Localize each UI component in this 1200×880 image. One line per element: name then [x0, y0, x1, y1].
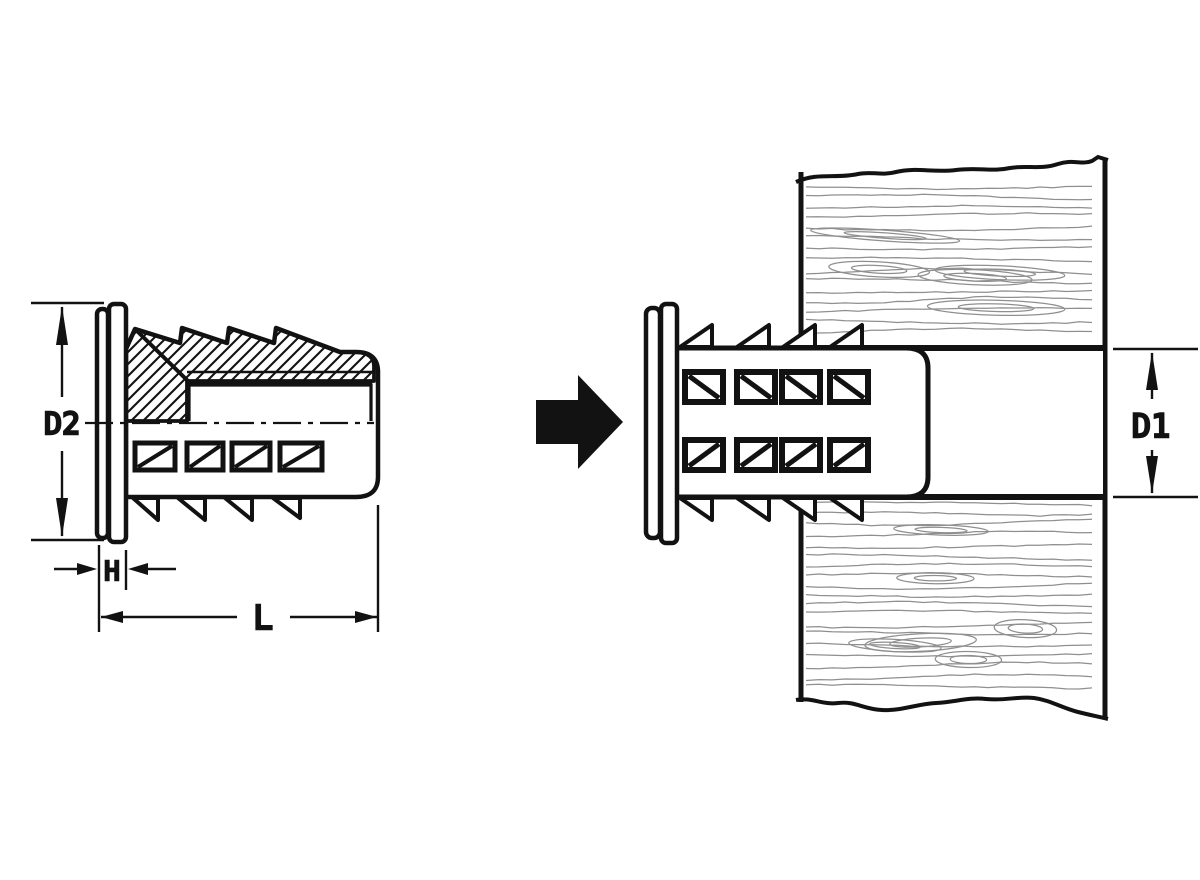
d1-arrow-down-icon: [1146, 456, 1158, 494]
dimension-label-l: L: [253, 598, 273, 637]
dimension-l: L: [101, 505, 380, 638]
hatch-section: [124, 326, 376, 423]
d2-arrow-up-icon: [56, 306, 68, 345]
l-arrow-left-icon: [101, 611, 123, 623]
barbs-bottom: [678, 496, 864, 522]
h-arrow-left-icon: [128, 563, 148, 575]
flange: [643, 301, 680, 546]
wood-panel: [795, 154, 1109, 721]
side-windows: [682, 369, 871, 473]
h-arrow-right-icon: [77, 563, 97, 575]
barbs-bottom: [131, 496, 302, 522]
d1-arrow-up-icon: [1146, 352, 1158, 390]
dimension-label-d1: D1: [1132, 407, 1171, 445]
torn-edge-bottom: [795, 695, 1109, 721]
dimension-d1: D1: [1113, 347, 1198, 499]
section-view: D2: [31, 301, 381, 638]
dimension-label-h: H: [104, 557, 120, 587]
barbs-top: [678, 323, 864, 349]
dimension-h: H: [54, 545, 176, 632]
d2-arrow-down-icon: [56, 498, 68, 537]
torn-edge-top: [795, 154, 1109, 184]
side-windows: [132, 440, 325, 473]
wood-grain-top: [805, 185, 1093, 334]
install-arrow-icon: [536, 375, 623, 469]
entry-cone-edge: [135, 329, 190, 383]
dimension-d2: D2: [31, 301, 104, 542]
bore: [187, 383, 373, 421]
l-arrow-right-icon: [355, 611, 377, 623]
installation-view: D1: [643, 154, 1198, 721]
wood-grain: [805, 185, 1093, 690]
wood-grain-bottom: [805, 501, 1093, 690]
dimension-label-d2: D2: [44, 407, 80, 442]
